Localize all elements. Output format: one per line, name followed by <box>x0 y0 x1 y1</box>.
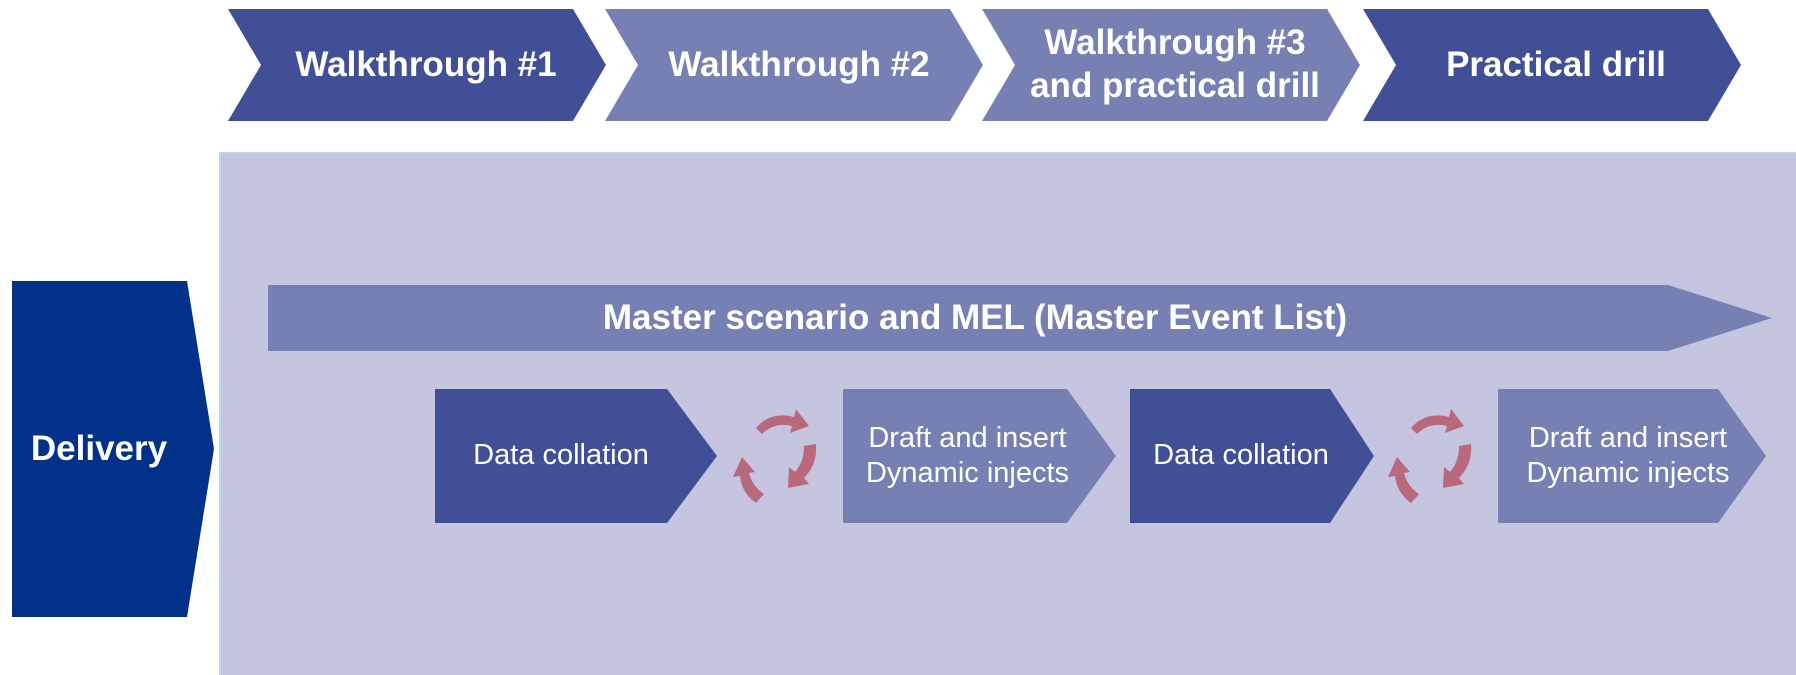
step-2-shape <box>843 389 1116 523</box>
cycle-arrows-icon <box>1388 409 1472 503</box>
step-4-label: Draft and insert Dynamic injects <box>1526 421 1730 489</box>
step-3-shape <box>1130 389 1374 523</box>
phase-chevron-3: Walkthrough #3 and practical drill <box>982 9 1360 121</box>
step-2-label: Draft and insert Dynamic injects <box>865 421 1070 489</box>
master-scenario-label: Master scenario and MEL (Master Event Li… <box>602 297 1348 337</box>
step-draft-insert-2: Draft and insert Dynamic injects <box>1498 389 1766 523</box>
phase-4-label: Practical drill <box>1446 44 1666 84</box>
step-3-label: Data collation <box>1153 439 1329 472</box>
delivery-block-shape <box>12 281 214 617</box>
cycle-arrows-icon <box>733 409 817 503</box>
delivery-label: Delivery <box>30 428 168 468</box>
delivery-block: Delivery <box>12 281 214 617</box>
phase-chevron-3-shape <box>982 9 1360 121</box>
phase-1-label: Walkthrough #1 <box>295 44 557 84</box>
phase-chevron-2: Walkthrough #2 <box>605 9 983 121</box>
phase-chevron-1-shape <box>228 9 606 121</box>
master-scenario-arrow: Master scenario and MEL (Master Event Li… <box>268 285 1772 351</box>
phase-3-label: Walkthrough #3 and practical drill <box>1030 23 1320 105</box>
step-1-label: Data collation <box>473 439 649 472</box>
step-data-collation-1: Data collation <box>435 389 717 523</box>
step-1-shape <box>435 389 717 523</box>
phase-chevron-2-shape <box>605 9 983 121</box>
step-draft-insert-1: Draft and insert Dynamic injects <box>843 389 1116 523</box>
phase-chevron-1: Walkthrough #1 <box>228 9 606 121</box>
phase-chevron-4-shape <box>1363 9 1741 121</box>
step-4-shape <box>1498 389 1766 523</box>
step-data-collation-2: Data collation <box>1130 389 1374 523</box>
phase-2-label: Walkthrough #2 <box>668 44 930 84</box>
phase-chevron-4: Practical drill <box>1363 9 1741 121</box>
master-scenario-arrow-shape <box>268 285 1772 351</box>
